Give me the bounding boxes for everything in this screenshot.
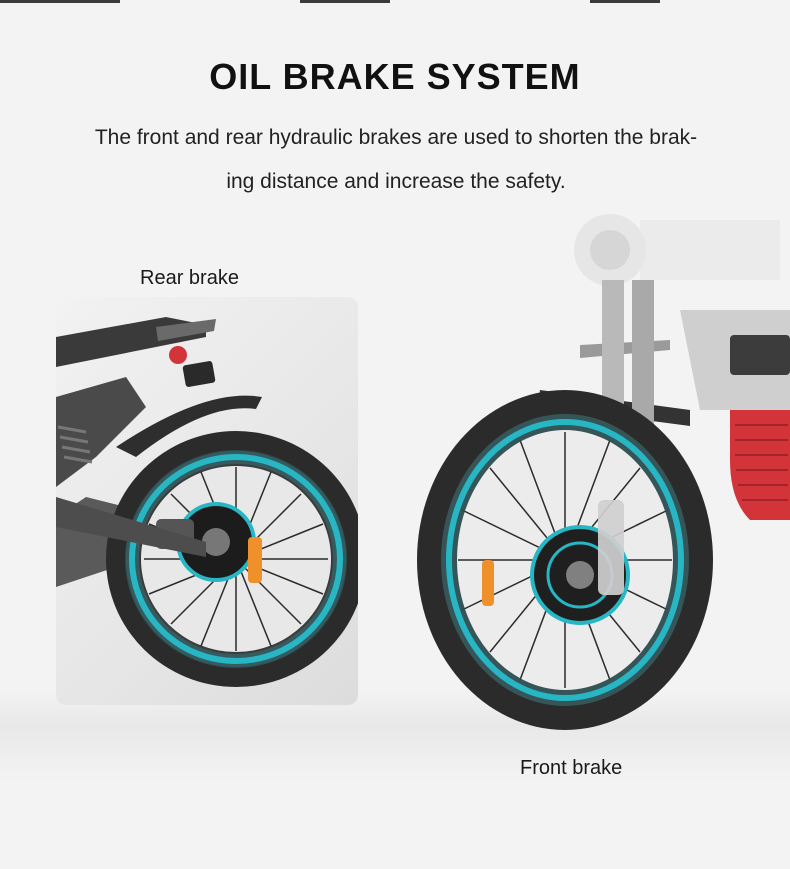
rear-wheel-illustration [56, 317, 358, 687]
page-title: OIL BRAKE SYSTEM [209, 56, 581, 97]
description-text: The front and rear hydraulic brakes are … [94, 126, 698, 193]
top-edge-strip [0, 0, 790, 3]
rear-brake-label: Rear brake [140, 267, 239, 289]
front-wheel-illustration [417, 214, 790, 730]
front-brake-label: Front brake [520, 757, 623, 779]
rear-brake-image [56, 297, 358, 705]
ground-shadow [0, 690, 790, 780]
front-brake-image [400, 200, 790, 740]
